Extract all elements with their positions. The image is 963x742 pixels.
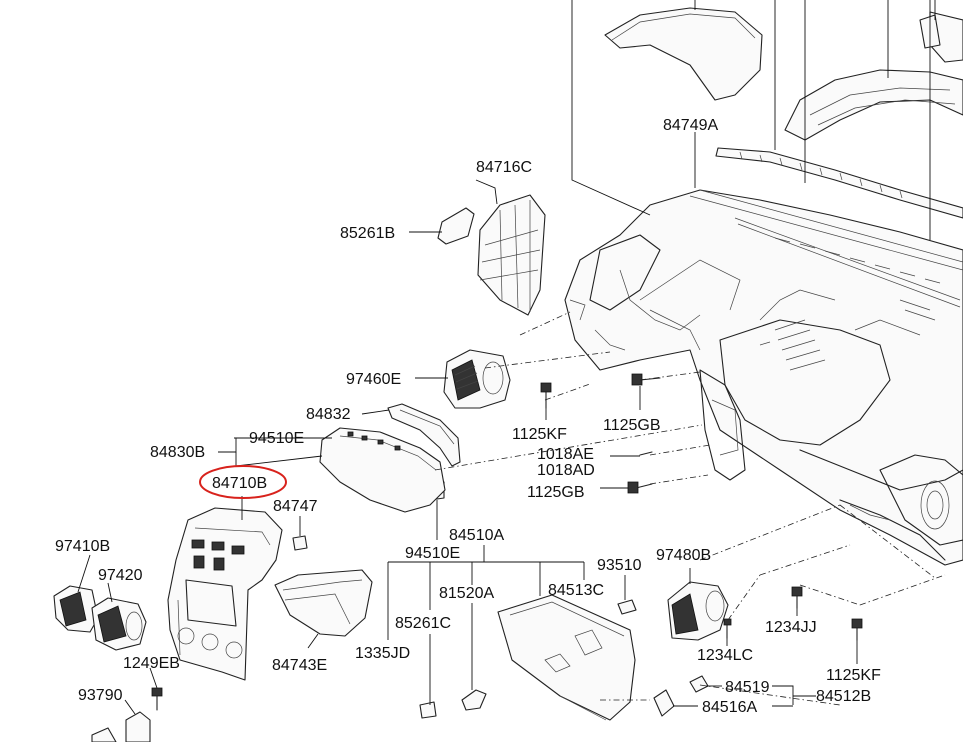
label-97480B: 97480B — [656, 547, 711, 564]
clip-1234LC — [723, 618, 732, 639]
bolt-1125GB-a — [631, 373, 661, 386]
label-84512B: 84512B — [816, 688, 871, 705]
label-84513C: 84513C — [548, 582, 604, 599]
label-85261B: 85261B — [340, 225, 395, 242]
label-94510E-b: 94510E — [405, 545, 460, 562]
screw-1249EB — [151, 687, 163, 711]
label-1234LC: 1234LC — [697, 647, 753, 664]
cap-85261B — [437, 207, 475, 245]
upper-cover — [604, 7, 763, 101]
side-vent-97460E — [443, 349, 511, 409]
label-97420: 97420 — [98, 567, 143, 584]
label-1234JJ: 1234JJ — [765, 619, 817, 636]
label-84832: 84832 — [306, 406, 351, 423]
label-84516A: 84516A — [702, 699, 757, 716]
label-81520A: 81520A — [439, 585, 494, 602]
label-93510: 93510 — [597, 557, 642, 574]
highlight-ring — [199, 465, 287, 499]
label-84716C: 84716C — [476, 159, 532, 176]
label-1125KF-b: 1125KF — [826, 667, 881, 684]
bolt-1125GB-b — [627, 481, 653, 494]
crash-pad-assembly — [564, 189, 963, 566]
clip-84747 — [292, 535, 308, 551]
label-1249EB: 1249EB — [123, 655, 180, 672]
glove-box-84510A — [497, 594, 636, 721]
clip-93510 — [617, 599, 637, 615]
part-labels: 84749A 84716C 85261B 97460E 1125KF 1125G… — [55, 117, 881, 716]
dashed-assembly-lines — [434, 311, 946, 706]
vent-97420 — [91, 597, 147, 651]
label-84510A: 84510A — [449, 527, 504, 544]
label-1018AD: 1018AD — [537, 462, 595, 479]
top-leader-lines — [571, 0, 936, 240]
pad-85261C — [419, 701, 437, 719]
label-85261C: 85261C — [395, 615, 451, 632]
label-84830B: 84830B — [150, 444, 205, 461]
label-1335JD: 1335JD — [355, 645, 410, 662]
bolt-1125KF-a — [540, 382, 552, 409]
label-1125GB-b: 1125GB — [527, 484, 585, 501]
label-84710B: 84710B — [212, 475, 267, 492]
bolt-1234JJ — [791, 586, 803, 609]
label-93790: 93790 — [78, 687, 123, 704]
switch-93790 — [91, 711, 151, 742]
cluster-fascia-84830B — [319, 427, 446, 513]
bolt-1125KF-b — [851, 618, 863, 641]
tray-84743E — [274, 569, 373, 637]
label-97410B: 97410B — [55, 538, 110, 555]
label-84519: 84519 — [725, 679, 770, 696]
strip-84832 — [387, 403, 461, 467]
label-1018AE: 1018AE — [537, 446, 594, 463]
label-94510E-a: 94510E — [249, 430, 304, 447]
center-fascia-84710B — [167, 507, 283, 681]
hinge-84516A — [653, 689, 675, 717]
label-97460E: 97460E — [346, 371, 401, 388]
hinge-84519 — [689, 675, 709, 693]
upper-duct — [784, 11, 963, 141]
label-1125GB-a: 1125GB — [603, 417, 661, 434]
label-84747: 84747 — [273, 498, 318, 515]
defroster-grille — [715, 147, 963, 219]
vent-97410B — [53, 585, 99, 633]
latch-81520A — [461, 689, 487, 711]
label-1125KF-a: 1125KF — [512, 426, 567, 443]
vent-97480B — [667, 581, 729, 641]
clip-1018AE — [639, 451, 653, 456]
label-leader-lines — [77, 179, 858, 715]
label-84749A: 84749A — [663, 117, 718, 134]
side-cover-84716C — [477, 194, 546, 316]
label-84743E: 84743E — [272, 657, 327, 674]
